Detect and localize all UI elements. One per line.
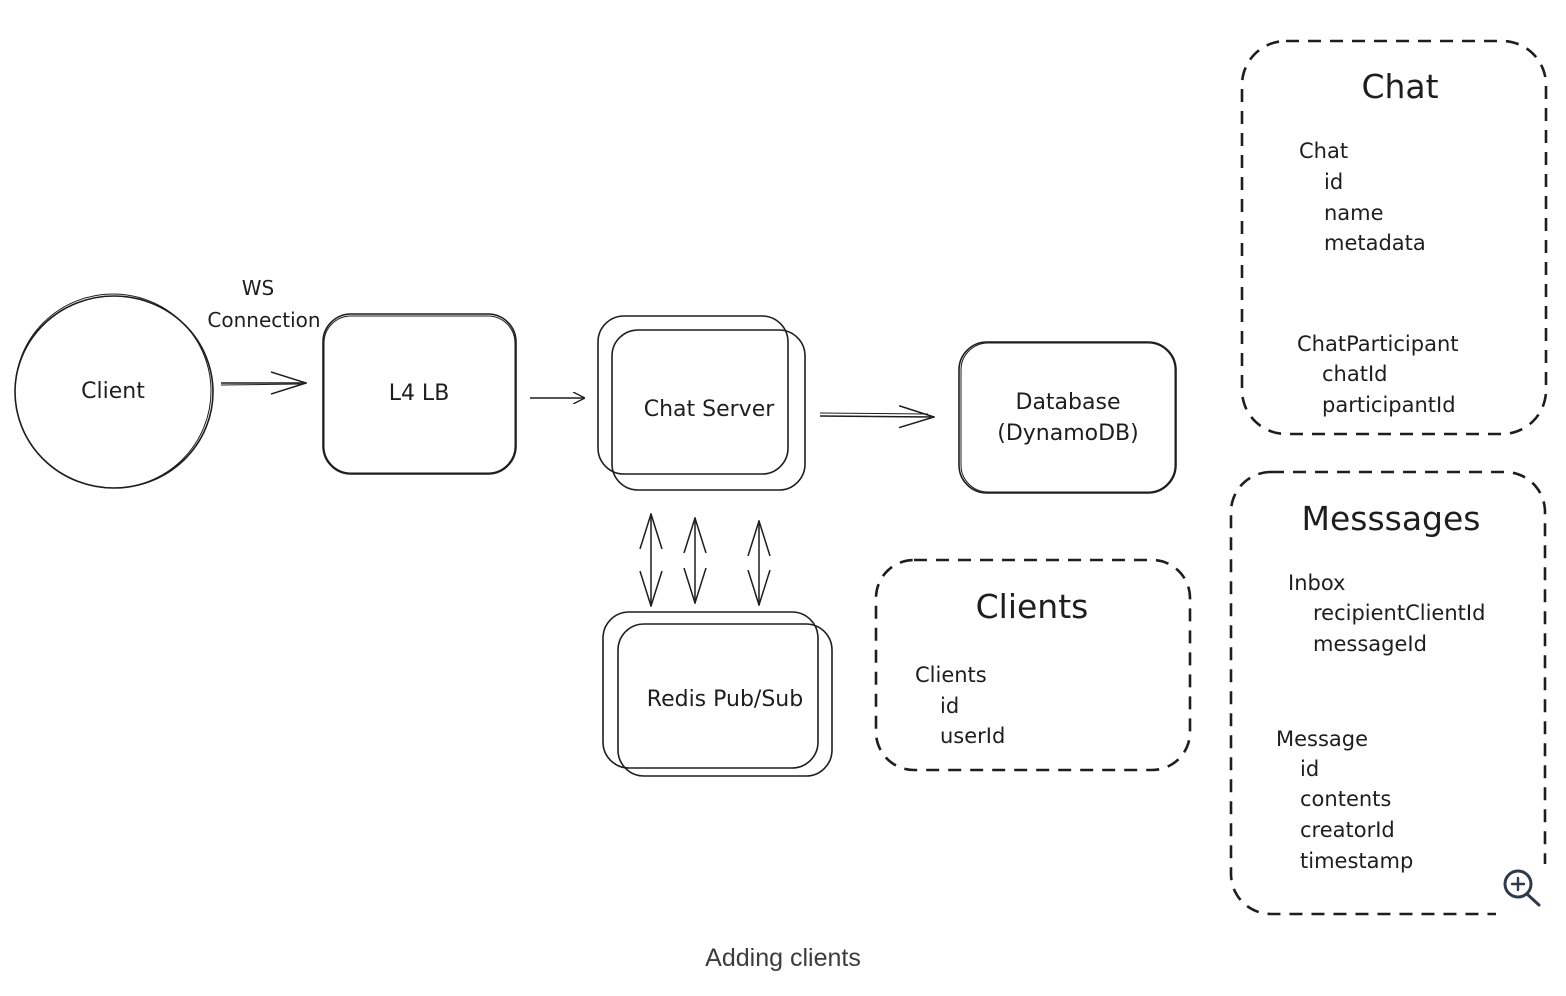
inbox-field: recipientClientId [1313, 601, 1485, 625]
lb-node [322, 313, 517, 475]
ws-label-line1: WS [242, 276, 274, 300]
chat-server-node [597, 315, 789, 475]
redis-node [602, 611, 819, 769]
clients-field: id [940, 694, 959, 718]
chat-server-label: Chat Server [644, 397, 776, 422]
clients-box-title: Clients [976, 587, 1089, 626]
messages-box [1229, 470, 1547, 916]
chat-field: metadata [1324, 231, 1426, 255]
clients-table-name: Clients [915, 663, 987, 687]
redis-label: Redis Pub/Sub [647, 687, 803, 712]
lb-label: L4 LB [389, 381, 450, 406]
arrow-server-to-db [819, 416, 934, 417]
messages-box-title: Messsages [1301, 499, 1480, 538]
message-field: id [1300, 757, 1319, 781]
clients-field: userId [940, 724, 1005, 748]
ws-label-line2: Connection [207, 308, 320, 332]
chat-box-title: Chat [1361, 67, 1438, 106]
chat-participant-table-name: ChatParticipant [1297, 332, 1459, 356]
chat-participant-field: chatId [1322, 362, 1387, 386]
database-node [958, 341, 1177, 494]
inbox-field: messageId [1313, 632, 1427, 656]
chat-field: name [1324, 201, 1384, 225]
db-label-line1: Database [1016, 390, 1121, 415]
message-field: timestamp [1300, 849, 1413, 873]
inbox-table-name: Inbox [1288, 571, 1345, 595]
figure-caption: Adding clients [705, 944, 861, 972]
chat-table-name: Chat [1299, 139, 1348, 163]
chat-field: id [1324, 170, 1343, 194]
db-label-line2: (DynamoDB) [997, 421, 1138, 446]
message-field: contents [1300, 787, 1391, 811]
chat-participant-field: participantId [1322, 393, 1456, 417]
message-table-name: Message [1276, 727, 1368, 751]
message-field: creatorId [1300, 818, 1395, 842]
clients-box [874, 558, 1192, 772]
client-label: Client [81, 379, 145, 404]
zoom-in-icon[interactable] [1496, 864, 1548, 916]
